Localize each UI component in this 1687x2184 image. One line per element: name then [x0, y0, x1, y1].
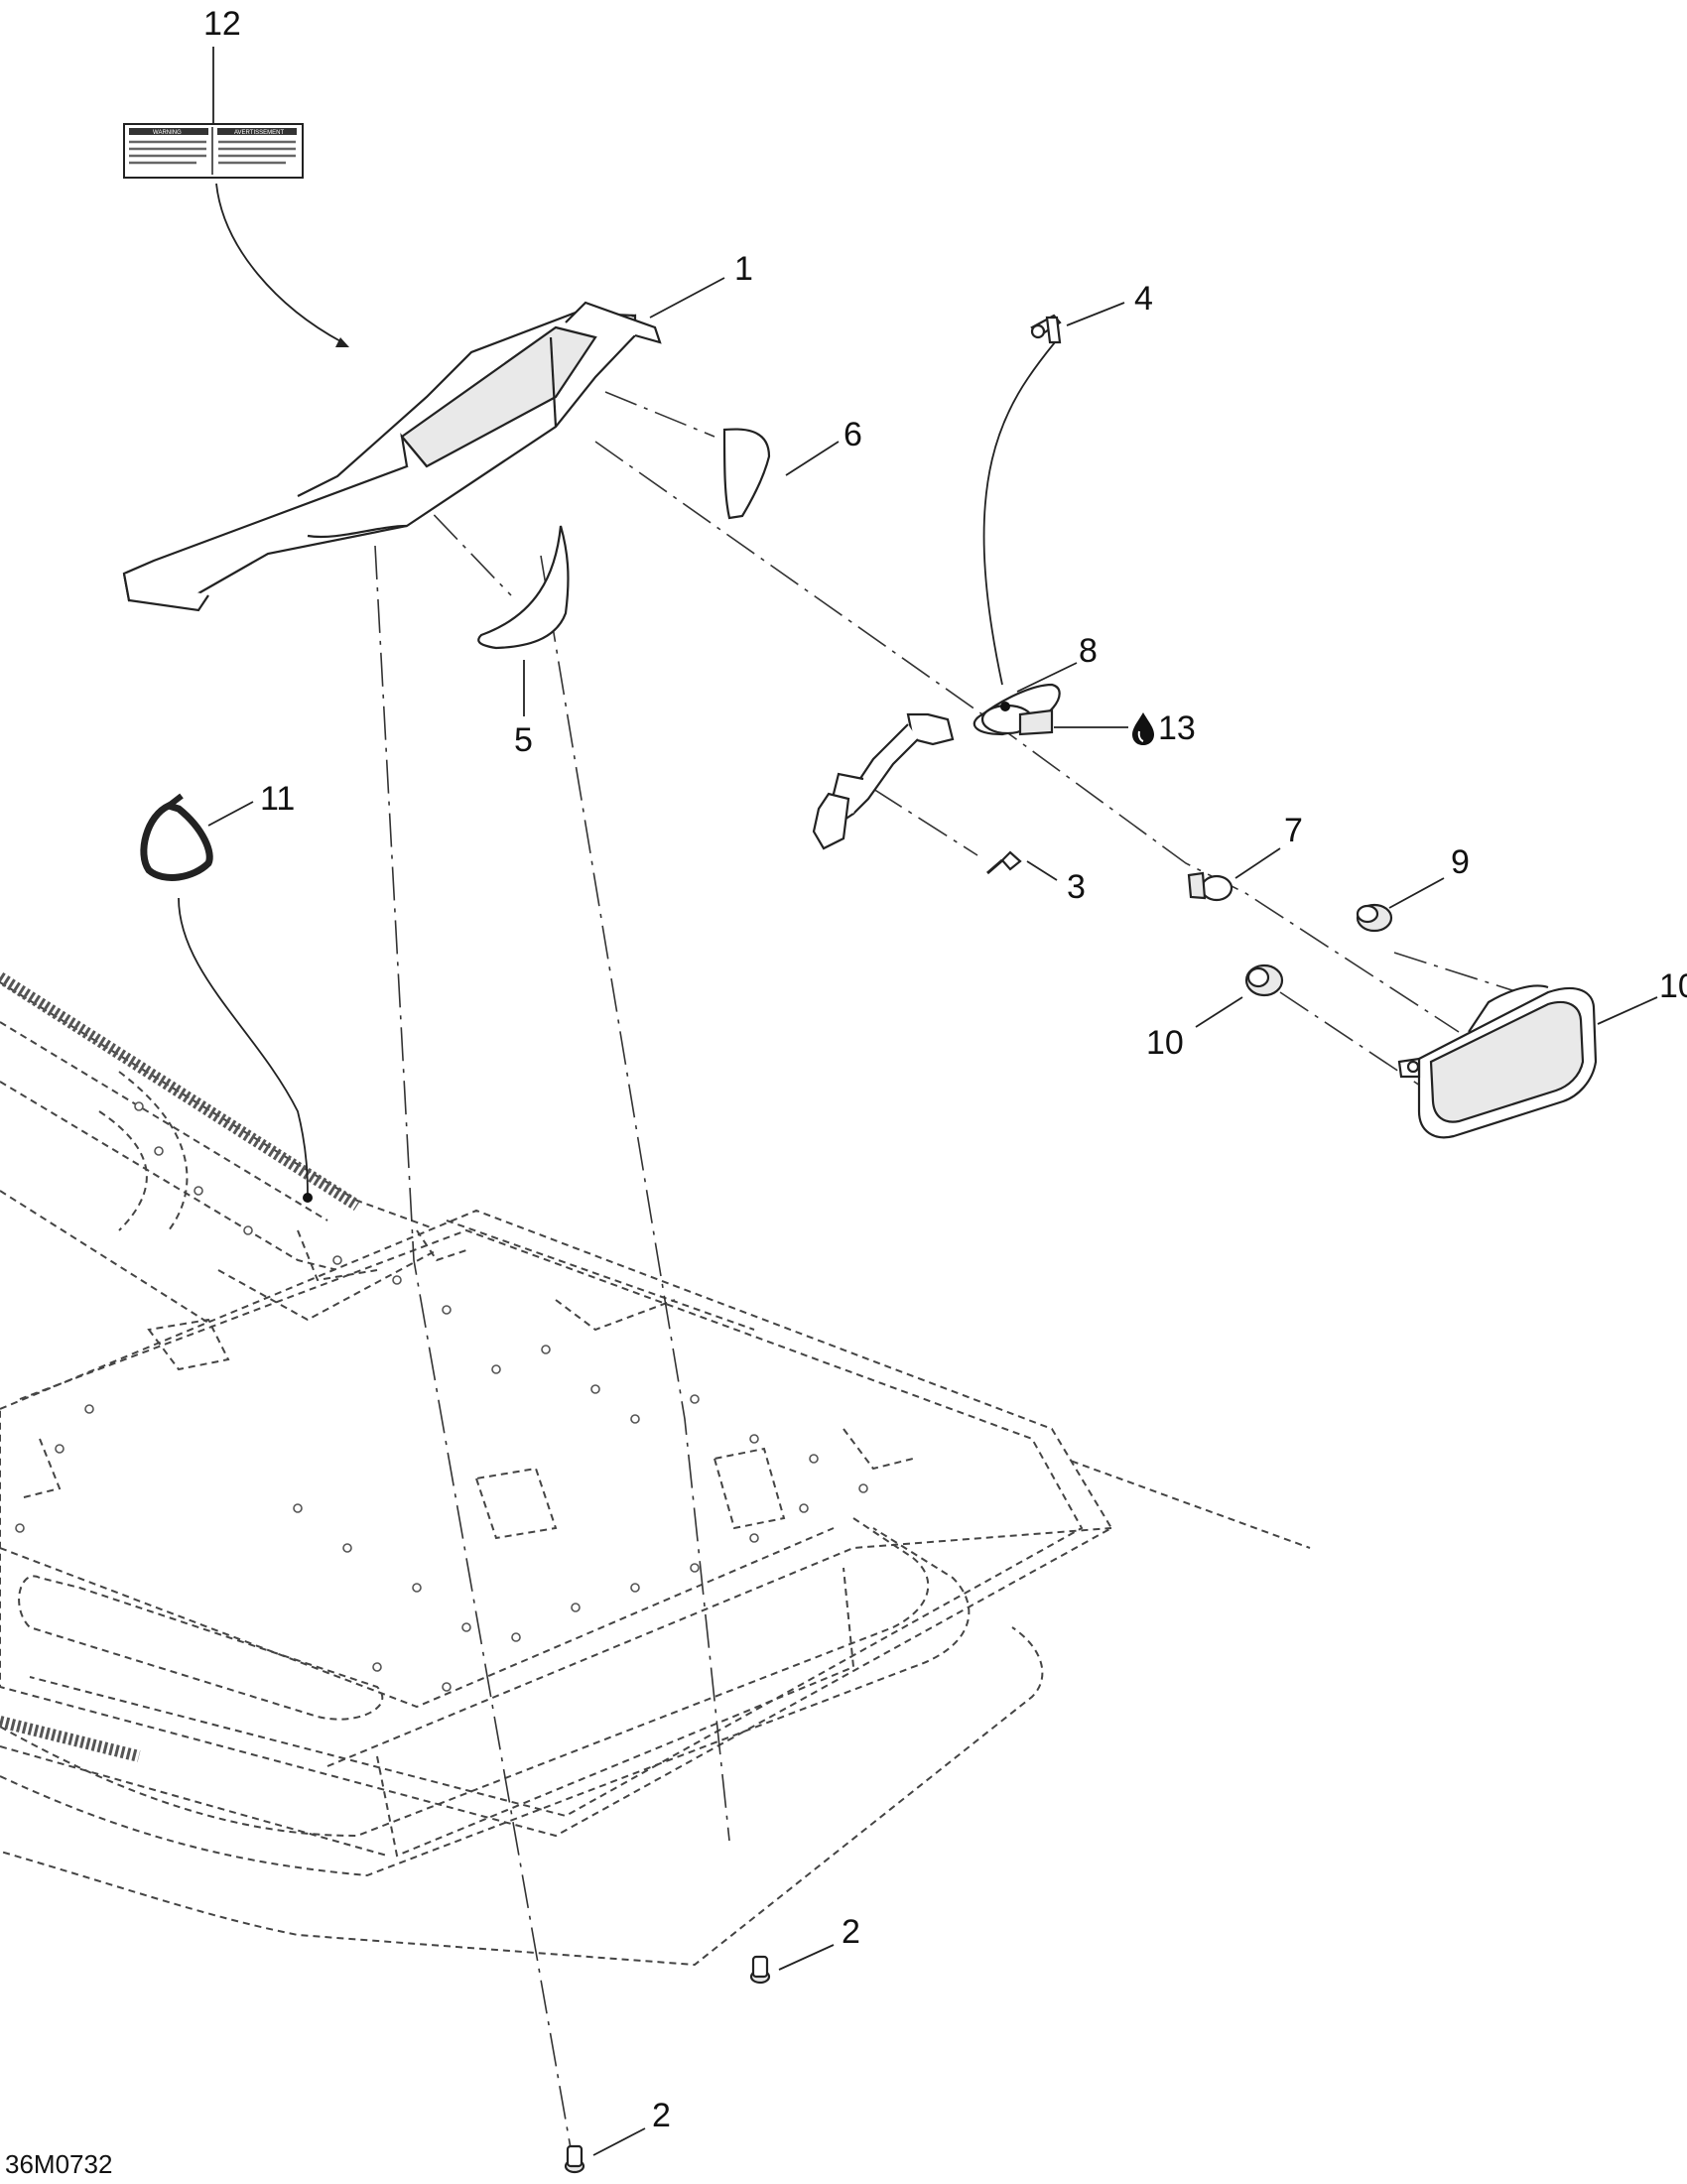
callout-1-label: 1: [734, 250, 753, 288]
callout-10-upper: 9: [1388, 843, 1470, 909]
callout-4-label: 4: [1134, 280, 1153, 318]
callout-8-label: 7: [1284, 812, 1303, 849]
bulb: [1187, 871, 1233, 902]
callout-4: 4: [1066, 280, 1153, 326]
callout-10-upper-label: 9: [1451, 843, 1470, 881]
callout-11-label: 11: [260, 780, 295, 818]
cable-tie: [140, 793, 213, 881]
figure-code: 36M0732: [5, 2149, 112, 2179]
callout-5-label: 5: [514, 721, 533, 759]
tail-light: [1397, 984, 1598, 1139]
callout-10-lower: 10: [1146, 996, 1243, 1062]
side-deflector-6: [722, 428, 771, 520]
screw-2-upper: [749, 1955, 771, 1985]
grommet-upper: [1356, 903, 1393, 933]
screw-3: [986, 850, 1022, 875]
callout-2-lower-label: 2: [652, 2097, 671, 2134]
warning-label-right-title: AVERTISSEMENT: [234, 130, 284, 136]
callout-13-label: 13: [1158, 709, 1196, 747]
callout-6: 6: [785, 416, 862, 476]
callout-9: 8: [1000, 632, 1098, 711]
grommet-lower: [1244, 964, 1284, 997]
callout-3-label: 3: [1067, 868, 1086, 906]
connector: [1030, 314, 1062, 344]
callout-11: 11: [178, 780, 313, 1203]
callout-6-label: 6: [844, 416, 862, 453]
frame-holes: [15, 1101, 868, 1692]
callout-3: 3: [1026, 860, 1086, 906]
callout-7: 10: [1597, 967, 1687, 1025]
chassis-frame: [0, 981, 1311, 1967]
callout-8: 7: [1234, 812, 1303, 879]
track-tread: [0, 971, 361, 1762]
callout-13: 13: [1054, 709, 1196, 747]
callout-10-lower-label: 10: [1146, 1024, 1184, 1062]
callout-12-label: 12: [203, 5, 241, 43]
callout-1: 1: [649, 250, 753, 319]
callout-9-label: 8: [1079, 632, 1098, 670]
rear-bumper-cover: [122, 301, 662, 612]
screw-2-lower: [564, 2144, 585, 2174]
callout-12: 12: [203, 5, 349, 347]
side-deflector-5: [477, 525, 570, 650]
wiring-harness: [812, 341, 1061, 850]
warning-label: WARNING AVERTISSEMENT: [123, 123, 304, 179]
callout-2-lower: 2: [592, 2097, 671, 2156]
callout-2-upper-label: 2: [842, 1913, 860, 1951]
warning-label-left-title: WARNING: [153, 130, 182, 136]
callout-2-upper: 2: [778, 1913, 860, 1971]
callout-7-label: 10: [1659, 967, 1687, 1005]
drop-icon: [1132, 712, 1154, 745]
callout-5: 5: [514, 660, 533, 759]
